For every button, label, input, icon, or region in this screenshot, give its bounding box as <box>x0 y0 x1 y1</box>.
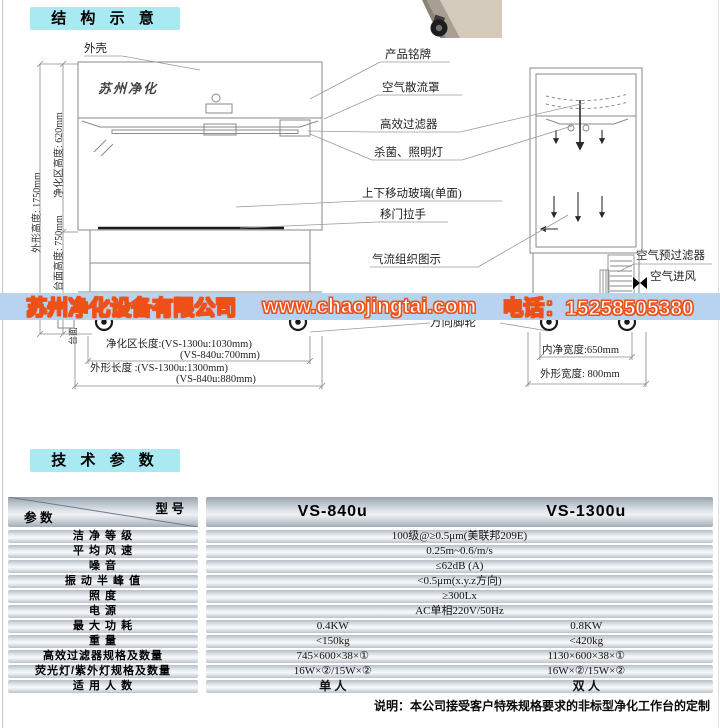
row-label: 振 动 半 峰 值 <box>8 575 198 588</box>
dim-overall-length-b: (VS-840u:880mm) <box>176 374 256 385</box>
watermark-website: www.chaojingtai.com <box>262 294 477 318</box>
table-row: 洁 净 等 级 100级@≥0.5μm(美联邦209E) <box>8 530 713 543</box>
section-title-specs: 技 术 参 数 <box>30 449 180 472</box>
row-value-vs1300: 16W×②/15W×② <box>547 665 626 677</box>
watermark-phone: 电话：15258505380 <box>502 296 694 320</box>
row-value-vs840: 单 人 <box>319 679 347 693</box>
front-view <box>57 61 323 329</box>
product-photo-fragment <box>412 0 502 38</box>
table-row: 最 大 功 耗 0.4KW 0.8KW <box>8 620 713 633</box>
row-label: 适 用 人 数 <box>8 680 198 693</box>
table-row: 荧光灯/紫外灯规格及数量 16W×②/15W×② 16W×②/15W×② <box>8 665 713 678</box>
callout-air-inlet: 空气进风 <box>650 271 696 283</box>
dim-clean-length-b: (VS-840u:700mm) <box>180 350 260 361</box>
row-label: 平 均 风 速 <box>8 545 198 558</box>
row-value-vs840: <150kg <box>315 635 350 647</box>
dim-overall-width: 外形宽度: 800mm <box>540 369 620 380</box>
row-label: 最 大 功 耗 <box>8 620 198 633</box>
row-label: 重 量 <box>8 635 198 648</box>
leader-lines <box>84 55 712 333</box>
row-value-vs1300: 双 人 <box>572 679 600 693</box>
dim-overall-length-a: 外形长度 :(VS-1300u:1300mm) <box>90 363 228 374</box>
column-header-vs840: VS-840u <box>297 503 368 520</box>
row-value-vs1300: <420kg <box>569 635 604 647</box>
table-row: 适 用 人 数 单 人 双 人 <box>8 680 713 693</box>
airflow-arrows <box>539 100 606 233</box>
watermark-company: 苏州净化设备有限公司 <box>26 296 237 320</box>
row-value-vs840: 16W×②/15W×② <box>293 665 372 677</box>
table-row: 噪 音 ≤62dB (A) <box>8 560 713 573</box>
callout-casters: 万向脚轮 <box>430 317 476 329</box>
spec-table: 型 号 参 数 VS-840u VS-1300u 洁 净 等 级 100级@≥0… <box>8 497 713 695</box>
air-inlet-icon <box>633 277 647 289</box>
callout-glass: 上下移动玻璃(单面) <box>362 188 462 200</box>
row-value-vs840: 0.4KW <box>316 620 349 632</box>
row-value: ≤62dB (A) <box>435 560 484 572</box>
table-row: 高效过滤器规格及数量 745×600×38×① 1130×600×38×① <box>8 650 713 663</box>
section-title-structure: 结 构 示 意 <box>30 7 180 30</box>
row-label: 噪 音 <box>8 560 198 573</box>
table-row: 平 均 风 速 0.25m~0.6/m/s <box>8 545 713 558</box>
row-value-vs840: 745×600×38×① <box>296 650 369 662</box>
row-label: 高效过滤器规格及数量 <box>8 650 198 663</box>
callout-prefilter: 空气预过滤器 <box>636 250 705 262</box>
row-label: 洁 净 等 级 <box>8 530 198 543</box>
row-label: 照 度 <box>8 590 198 603</box>
row-value: 0.25m~0.6/m/s <box>426 545 493 557</box>
callout-lamps: 杀菌、照明灯 <box>374 147 443 159</box>
column-header-vs1300: VS-1300u <box>546 503 627 520</box>
row-value: AC单相220V/50Hz <box>415 605 504 617</box>
row-value: <0.5μm(x.y.z方向) <box>417 575 502 587</box>
scan-edge <box>718 0 719 728</box>
dim-clean-length-a: 净化区长度:(VS-1300u:1030mm) <box>106 339 252 350</box>
structure-diagram <box>36 55 712 390</box>
callout-shell: 外壳 <box>84 43 107 55</box>
row-value: 100级@≥0.5μm(美联邦209E) <box>391 530 528 542</box>
row-label: 电 源 <box>8 605 198 618</box>
spec-table-header: 型 号 参 数 VS-840u VS-1300u <box>8 497 713 527</box>
corner-label-param: 参 数 <box>24 511 53 525</box>
table-row: 重 量 <150kg <420kg <box>8 635 713 648</box>
dim-inner-width: 内净宽度:650mm <box>542 345 620 356</box>
callout-airflow: 气流组织图示 <box>372 254 441 266</box>
table-row: 振 动 半 峰 值 <0.5μm(x.y.z方向) <box>8 575 713 588</box>
row-value-vs1300: 1130×600×38×① <box>547 650 626 662</box>
row-value-vs1300: 0.8KW <box>570 620 603 632</box>
callout-diffuser: 空气散流罩 <box>382 82 440 94</box>
corner-cell: 型 号 参 数 <box>8 497 198 527</box>
callout-handle: 移门拉手 <box>380 209 426 221</box>
watermark-band: 苏州净化设备有限公司 www.chaojingtai.com 电话：152585… <box>0 293 720 320</box>
row-value: ≥300Lx <box>442 590 477 602</box>
scan-edge <box>2 0 3 728</box>
table-row: 照 度 ≥300Lx <box>8 590 713 603</box>
callout-hepa: 高效过滤器 <box>380 119 438 131</box>
corner-diagonal-line <box>8 497 198 527</box>
brand-logo-text: 苏州净化 <box>98 81 159 96</box>
custom-order-note: 说明：本公司接受客户特殊规格要求的非标型净化工作台的定制 <box>373 699 710 713</box>
corner-label-model: 型 号 <box>155 502 184 516</box>
photo-corner-graphic <box>422 0 502 38</box>
dimension-lines <box>36 60 650 390</box>
table-row: 电 源 AC单相220V/50Hz <box>8 605 713 618</box>
side-view <box>529 67 643 318</box>
callout-nameplate: 产品铭牌 <box>385 49 431 61</box>
row-label: 荧光灯/紫外灯规格及数量 <box>8 665 198 678</box>
